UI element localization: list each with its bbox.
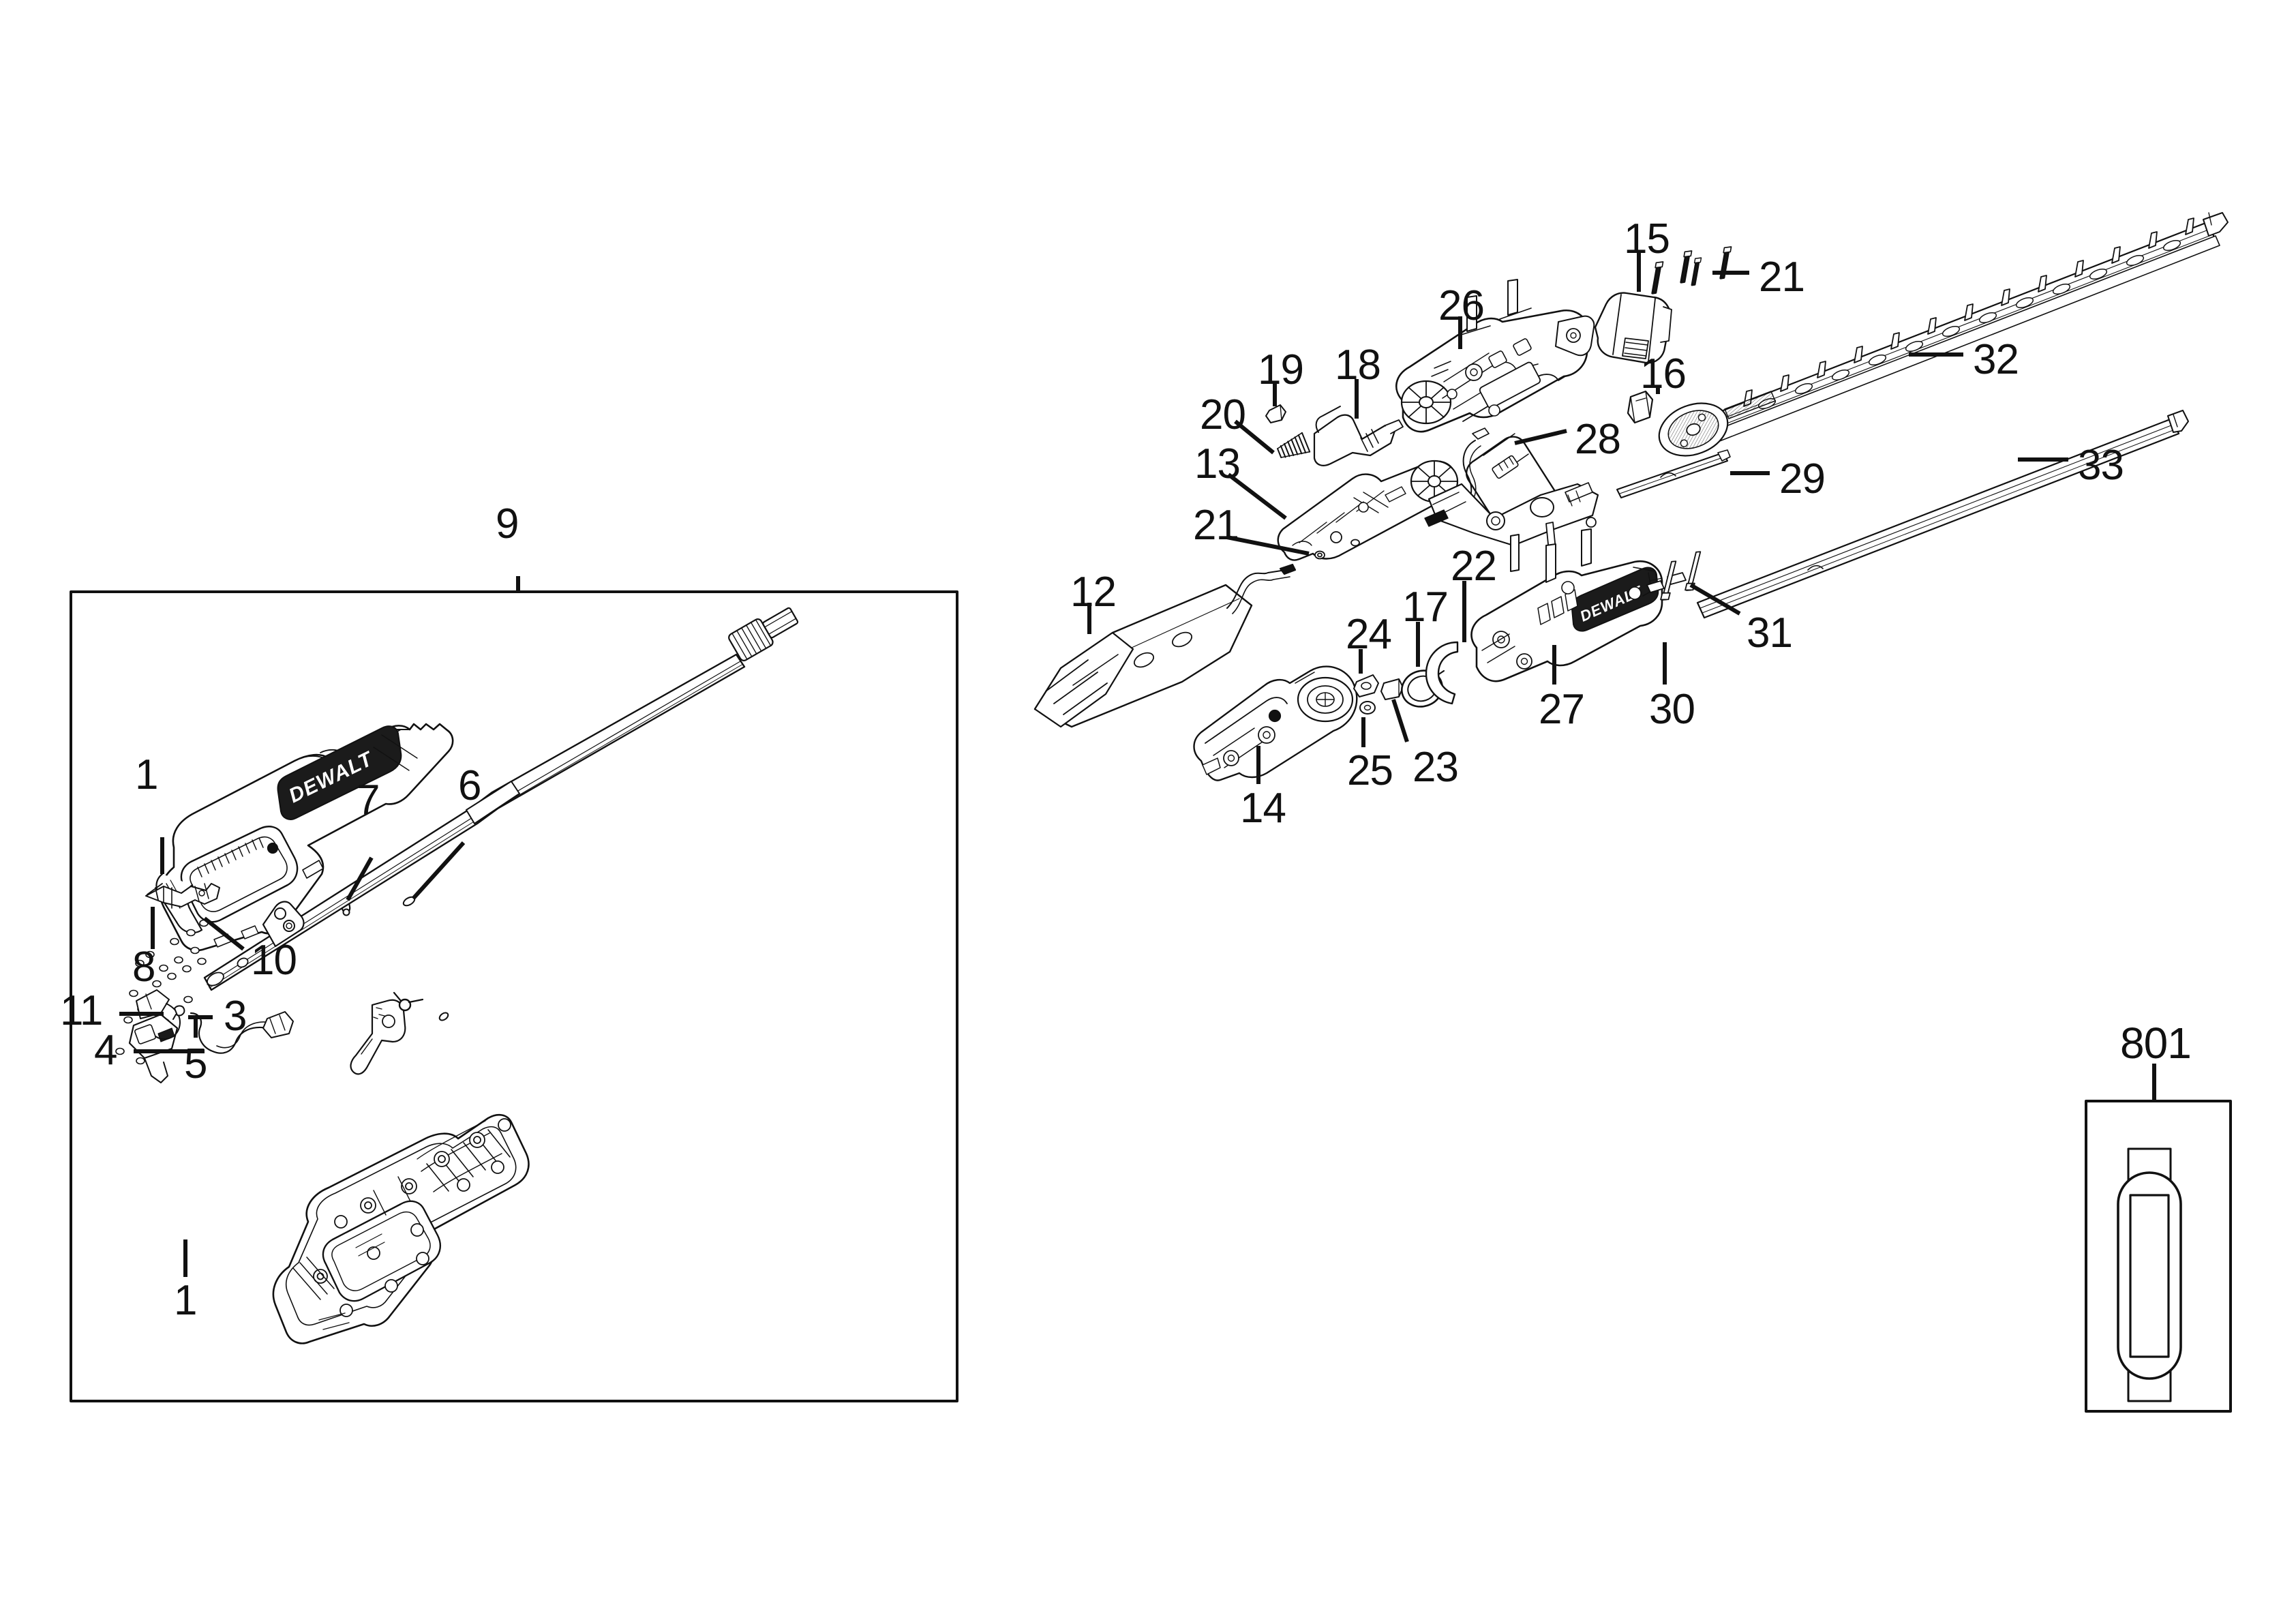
callout-21-b: 21 (1759, 254, 1805, 301)
callout-22: 22 (1451, 543, 1497, 590)
part-28-motor-assembly (1424, 427, 1599, 572)
part-26-gearcase-assembly (1395, 279, 1595, 433)
part-33-guide-rail (1696, 410, 2189, 619)
part-23-spacer (1380, 678, 1404, 700)
part-16-bushing-block (1627, 390, 1654, 424)
part-11-cable-clip (172, 1005, 185, 1020)
group-box-9 (70, 590, 958, 1402)
group-box-801 (2085, 1100, 2232, 1413)
callout-29: 29 (1779, 455, 1826, 502)
part-5-torsion-spring (393, 991, 424, 1012)
part-25-washer (1359, 701, 1376, 715)
wire-harness (190, 1011, 294, 1054)
callout-32: 32 (1973, 336, 2019, 383)
part-27-motor-housing: DEWALT (1470, 528, 1663, 682)
callout-19: 19 (1258, 346, 1304, 393)
callout-20: 20 (1200, 391, 1246, 438)
callout-11: 11 (60, 987, 103, 1034)
part-10-pole-shaft (115, 607, 799, 1083)
part-4-trigger-lever (350, 999, 406, 1075)
callout-4: 4 (94, 1027, 117, 1074)
callout-14: 14 (1240, 785, 1286, 832)
callout-30: 30 (1649, 686, 1695, 733)
callout-3: 3 (224, 993, 247, 1040)
callout-33: 33 (2078, 442, 2124, 489)
callout-25: 25 (1347, 747, 1393, 794)
callout-23: 23 (1413, 744, 1459, 791)
callout-27: 27 (1539, 686, 1585, 733)
callout-8: 8 (132, 944, 155, 991)
part-3-pin (438, 1012, 449, 1021)
callout-7: 7 (357, 777, 380, 824)
callout-13: 13 (1194, 440, 1241, 487)
callout-15: 15 (1624, 215, 1670, 262)
leader-lines (119, 576, 520, 1277)
part-1-lower-handle-half (272, 1113, 530, 1344)
callout-31: 31 (1747, 610, 1793, 657)
part-12-lower-pole-grip (1033, 563, 1297, 728)
callout-1-upper: 1 (135, 751, 158, 798)
callout-6: 6 (458, 762, 481, 809)
callout-1-lower: 1 (174, 1277, 197, 1324)
callout-5: 5 (184, 1040, 207, 1087)
part-14-lower-housing-half (1193, 665, 1358, 781)
part-13-gearcase-cover (1277, 460, 1459, 561)
callout-24: 24 (1346, 611, 1392, 658)
part-20-compression-spring (1277, 432, 1311, 458)
part-29-drive-rod (1616, 449, 1731, 498)
part-22-c-clip (1425, 641, 1459, 705)
part-32-cutter-bar (1658, 212, 2229, 457)
callout-26: 26 (1438, 282, 1485, 329)
callout-17: 17 (1402, 584, 1449, 631)
part-8-switch-assembly (145, 883, 220, 909)
callout-9: 9 (496, 500, 519, 547)
part-18-switch-actuator (1313, 406, 1404, 466)
callout-28: 28 (1575, 416, 1621, 463)
callout-12: 12 (1070, 569, 1117, 616)
callout-16: 16 (1640, 350, 1687, 397)
part-19-spring-seat (1265, 404, 1286, 423)
part-24-bushing (1353, 674, 1379, 697)
callout-801: 801 (2120, 1019, 2192, 1068)
part-21-screws-a (1314, 539, 1360, 560)
callout-21-a: 21 (1193, 502, 1239, 549)
callout-10: 10 (251, 937, 297, 984)
callout-18: 18 (1335, 342, 1381, 389)
part-15-end-cap (1594, 292, 1672, 364)
